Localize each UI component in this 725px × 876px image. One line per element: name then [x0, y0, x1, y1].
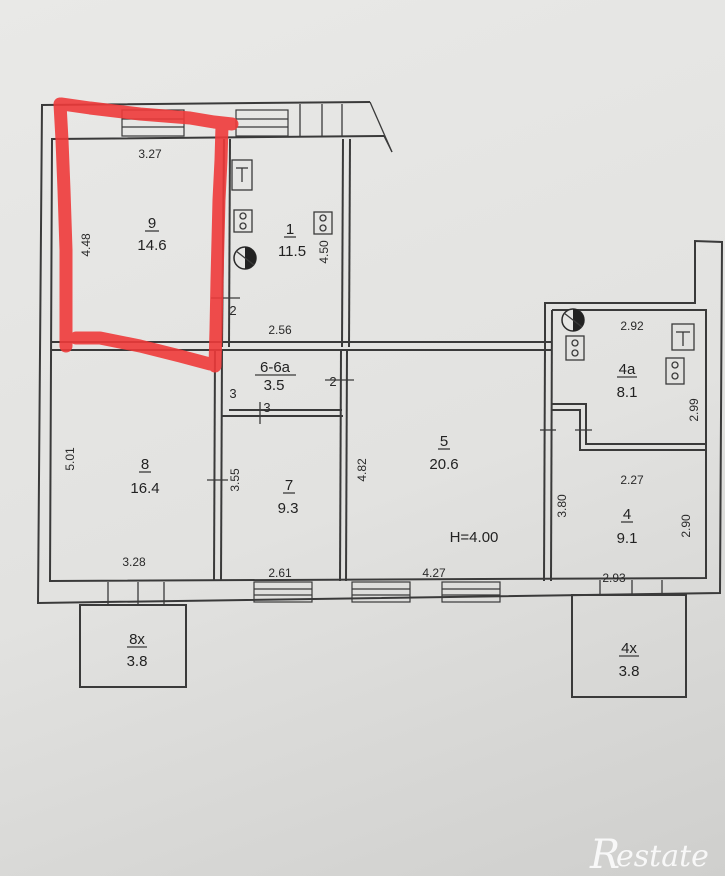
svg-text:3.8: 3.8	[127, 653, 148, 670]
door-marks: 2 3 2 3	[229, 303, 336, 415]
svg-text:8: 8	[141, 456, 149, 473]
ceiling-height-label: H=4.00	[450, 529, 499, 546]
dim-room5-width: 4.27	[422, 566, 446, 580]
outer-walls	[36, 101, 724, 605]
room-9-label: 9 14.6	[137, 215, 166, 254]
svg-text:4a: 4a	[619, 361, 636, 378]
room-8x-label: 8x 3.8	[127, 631, 148, 670]
pillars-top	[299, 104, 343, 136]
dimension-labels: 3.27 4.48 4.50 2.56 5.01 3.55 4.82 3.28 …	[63, 147, 701, 585]
door-balcony-4x	[599, 580, 663, 595]
svg-text:R: R	[589, 832, 620, 876]
stove-room-1a	[233, 209, 253, 233]
dim-room9-depth: 4.48	[79, 233, 93, 257]
dim-room7-depth: 3.55	[228, 468, 242, 492]
dim-room4-width-top: 2.27	[620, 473, 644, 487]
highlight-room-9	[53, 97, 239, 373]
dim-room4-depth-right: 2.90	[679, 514, 693, 538]
dim-room4a-width: 2.92	[620, 319, 644, 333]
dim-room8-width: 3.28	[122, 555, 146, 569]
dim-room8-depth: 5.01	[63, 447, 77, 471]
door-mark-corridor-right: 2	[329, 374, 336, 389]
svg-text:11.5: 11.5	[278, 243, 306, 260]
svg-text:6-6a: 6-6a	[260, 359, 291, 376]
dim-room9-width: 3.27	[138, 147, 162, 161]
svg-text:20.6: 20.6	[429, 456, 458, 473]
dim-room4-width-bottom: 2.93	[602, 571, 626, 585]
dim-room7-width: 2.61	[268, 566, 292, 580]
balcony-8x	[79, 604, 187, 688]
interior-walls	[52, 138, 706, 582]
door-ticks	[207, 297, 592, 481]
svg-text:9.1: 9.1	[617, 530, 638, 547]
svg-text:5: 5	[440, 433, 448, 450]
stove-room-4a-left	[565, 335, 585, 361]
window-bottom-5a	[351, 581, 411, 603]
svg-text:1: 1	[286, 221, 294, 238]
dim-room4a-depth: 2.99	[687, 398, 701, 422]
door-balcony-8x	[107, 582, 165, 605]
svg-text:3.8: 3.8	[619, 663, 640, 680]
room-5-label: 5 20.6	[429, 433, 458, 473]
room-4x-label: 4x 3.8	[619, 640, 640, 680]
sink-room-4a	[671, 323, 695, 351]
dim-room5-depth: 4.82	[355, 458, 369, 482]
svg-text:16.4: 16.4	[130, 480, 159, 497]
door-mark-room7: 3	[263, 400, 270, 415]
svg-text:8x: 8x	[129, 631, 145, 648]
door-mark-room1: 2	[229, 303, 236, 318]
boiler-room-1	[233, 246, 257, 270]
dim-room4-depth-left: 3.80	[555, 494, 569, 518]
svg-text:4x: 4x	[621, 640, 637, 657]
room-7-label: 7 9.3	[278, 477, 299, 517]
svg-text:3.5: 3.5	[264, 377, 285, 394]
stove-room-4a-right	[665, 357, 685, 385]
svg-text:7: 7	[285, 477, 293, 494]
stove-room-1b	[313, 211, 333, 235]
dim-room1-depth: 4.50	[317, 240, 331, 264]
svg-text:9: 9	[148, 215, 156, 232]
window-top-right	[235, 109, 289, 137]
sink-room-1	[231, 159, 253, 191]
dim-room1-width: 2.56	[268, 323, 292, 337]
room-1-label: 1 11.5	[278, 221, 306, 260]
room-4-label: 4 9.1	[617, 506, 638, 547]
window-bottom-7	[253, 581, 313, 603]
watermark-logo: R estate	[589, 832, 709, 876]
svg-text:4: 4	[623, 506, 631, 523]
room-8-label: 8 16.4	[130, 456, 159, 497]
svg-text:14.6: 14.6	[137, 237, 166, 254]
svg-text:estate: estate	[616, 839, 709, 874]
boiler-room-4a	[561, 308, 585, 332]
room-6-6a-label: 6-6a 3.5	[255, 359, 296, 394]
window-bottom-5b	[441, 581, 501, 603]
door-mark-corridor-left: 3	[229, 386, 236, 401]
svg-text:8.1: 8.1	[617, 384, 638, 401]
room-4a-label: 4a 8.1	[617, 361, 638, 401]
balcony-4x	[571, 594, 687, 698]
svg-text:9.3: 9.3	[278, 500, 299, 517]
